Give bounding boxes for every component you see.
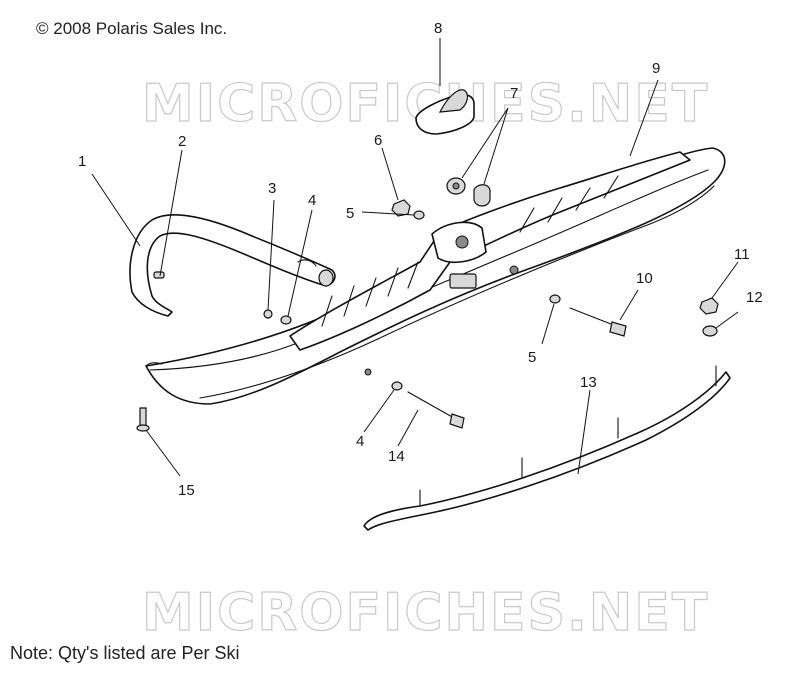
callout-6: 6 (374, 132, 382, 149)
washer-5-upper (413, 210, 425, 220)
callout-9: 9 (652, 60, 660, 77)
nut-11 (699, 297, 719, 315)
watermark-bottom: MICROFICHES.NET (142, 583, 709, 643)
bushings (446, 177, 491, 207)
rivet-15 (136, 407, 150, 432)
nut-3 (263, 309, 273, 319)
callout-5-lower: 5 (528, 349, 536, 366)
nut-6 (391, 199, 411, 217)
washer-5-lower (549, 294, 561, 304)
washer-4-lower (391, 381, 403, 391)
callout-12: 12 (746, 289, 763, 306)
leader-lines (91, 38, 739, 477)
pin (153, 271, 165, 279)
bolt-14 (407, 391, 465, 429)
callout-2: 2 (178, 133, 186, 150)
wear-pad (415, 89, 475, 135)
ski-handle (129, 214, 336, 317)
washer-12 (702, 325, 718, 337)
callout-13: 13 (580, 374, 597, 391)
callout-4-upper: 4 (308, 192, 316, 209)
callout-8: 8 (434, 20, 442, 37)
callout-5-upper: 5 (346, 205, 354, 222)
callout-14: 14 (388, 448, 405, 465)
carbide-runner (363, 365, 731, 531)
callout-10: 10 (636, 270, 653, 287)
callout-1: 1 (78, 153, 86, 170)
ski-body (145, 147, 726, 405)
callout-15: 15 (178, 482, 195, 499)
copyright-text: © 2008 Polaris Sales Inc. (36, 19, 227, 38)
bolt-10 (569, 307, 627, 337)
note-text: Note: Qty's listed are Per Ski (10, 643, 240, 663)
callout-11: 11 (734, 246, 750, 263)
callout-7: 7 (510, 85, 518, 102)
washer-4-upper (280, 315, 292, 325)
callout-4-lower: 4 (356, 433, 364, 450)
callout-3: 3 (268, 180, 276, 197)
